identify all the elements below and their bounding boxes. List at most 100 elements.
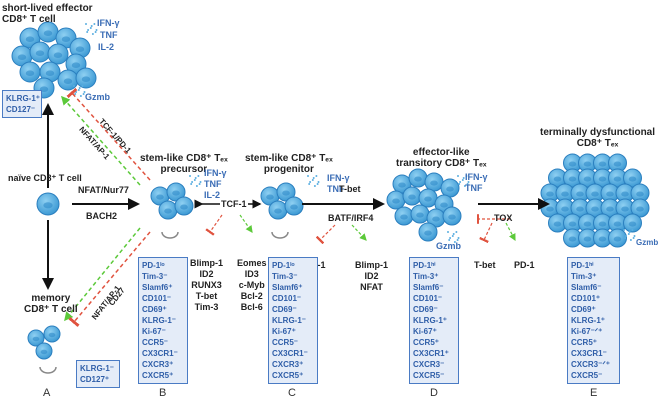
gzmb-dots <box>452 233 455 235</box>
marker-item: KLRG-1⁻ <box>272 316 306 325</box>
marker-item: CXCR3⁺ <box>142 360 174 369</box>
label-tcf1: TCF-1 <box>220 199 248 209</box>
cytokine-dots <box>461 179 464 181</box>
gzmb-dots <box>627 233 630 235</box>
cell-terminal-nucleus <box>613 221 622 227</box>
cell-short-lived-nucleus <box>35 50 45 56</box>
cell-terminal-nucleus <box>636 206 644 212</box>
gzmb-dots <box>455 231 458 233</box>
label-pd1-e: PD-1 <box>514 260 535 270</box>
cytokines-progenitor: IFN-γ TNF <box>327 173 350 194</box>
cell-memory-nucleus <box>48 332 56 338</box>
cytokine-dots <box>458 183 461 185</box>
cell-terminal-nucleus <box>606 206 614 212</box>
cytokine-dots <box>194 177 197 179</box>
marker-item: Ki-67⁻ <box>142 327 166 336</box>
gzmb-dots <box>73 85 75 87</box>
cytokine-dots <box>195 185 198 187</box>
marker-item: CX3CR1⁺ <box>413 349 449 358</box>
cell-effector-like-nucleus <box>424 230 432 236</box>
cytokines-short-lived: IFN-γ TNF IL-2 <box>97 18 120 52</box>
gzmb-dots <box>81 85 84 87</box>
tbet-green-right <box>351 224 367 241</box>
cytokine-dots <box>89 27 92 29</box>
cytokine-dots <box>95 29 98 31</box>
marker-item: CD69⁻ <box>272 305 297 314</box>
green-dashed-to-memory <box>64 227 141 322</box>
cell-terminal-nucleus <box>583 236 592 242</box>
gzmb-dots <box>83 91 86 93</box>
cell-short-lived-nucleus <box>81 76 91 82</box>
cytokine-dots <box>197 175 200 177</box>
cell-terminal-nucleus <box>621 206 629 212</box>
markers-short-lived: KLRG-1⁺CD127⁻ <box>2 90 42 118</box>
markers-memory: KLRG-1⁻CD127⁺ <box>76 360 120 388</box>
gzmb-dots <box>449 237 452 239</box>
cell-terminal-nucleus <box>613 176 622 182</box>
cytokine-dots <box>193 179 196 181</box>
marker-item: PD-1ʰⁱ <box>413 261 436 270</box>
cell-progenitor-nucleus <box>274 208 282 214</box>
gzmb-dots <box>457 237 460 239</box>
gzmb-dots <box>456 239 459 241</box>
cytokine-dots <box>315 175 318 177</box>
marker-item: CD69⁺ <box>142 305 167 314</box>
label-tox: TOX <box>494 213 513 223</box>
tox-red-down <box>479 222 493 244</box>
cell-effector-like-nucleus <box>440 202 448 208</box>
cytokine-dots <box>457 175 459 177</box>
cell-effector-like-nucleus <box>424 196 432 202</box>
cell-precursor-nucleus <box>156 194 164 200</box>
marker-item: PD-1ˡᵒ <box>272 261 295 270</box>
self-renewal-precursor <box>161 231 179 239</box>
gzmb-dots <box>78 87 81 89</box>
tf-col-b-up: Eomes ID3 c-Myb Bcl-2 Bcl-6 <box>237 258 267 312</box>
panel-letter-b: B <box>159 387 167 399</box>
cell-terminal-nucleus <box>621 191 629 197</box>
cell-effector-like-nucleus <box>446 186 454 192</box>
tf-col-c-up: Blimp-1 ID2 NFAT <box>355 260 389 292</box>
marker-item: CCR5⁺ <box>413 338 440 347</box>
cytokine-dots <box>307 175 309 177</box>
cell-terminal-nucleus <box>568 221 577 227</box>
cell-effector-like-nucleus <box>414 176 422 182</box>
marker-item: Ki-67⁻ᐟ⁺ <box>571 327 603 336</box>
green-dashed-to-shortlived <box>61 95 141 186</box>
cell-terminal-nucleus <box>591 206 599 212</box>
cell-effector-like-nucleus <box>432 216 440 222</box>
gzmb-dots <box>82 93 85 95</box>
cytokine-dots <box>189 175 191 177</box>
cell-terminal-nucleus <box>561 191 569 197</box>
cell-short-lived-nucleus <box>53 52 63 58</box>
cytokine-dots <box>316 183 319 185</box>
cytokine-dots <box>465 175 468 177</box>
marker-item: CCR5⁺ <box>571 338 598 347</box>
cell-memory-nucleus <box>40 349 48 355</box>
cell-effector-like-nucleus <box>400 214 408 220</box>
cell-short-lived-nucleus <box>63 78 73 84</box>
panel-letter-d: D <box>430 387 438 399</box>
marker-item: KLRG-1⁺ <box>571 316 605 325</box>
cell-short-lived-nucleus <box>71 62 81 68</box>
gzmb-dots <box>79 95 82 97</box>
gzmb-dots <box>633 235 636 237</box>
cell-terminal-nucleus <box>613 236 622 242</box>
cytokine-dots <box>190 183 193 185</box>
marker-item: CXCR3⁺ <box>272 360 304 369</box>
marker-item: CX3CR1⁻ <box>571 349 607 358</box>
cell-terminal-nucleus <box>598 161 607 167</box>
cell-terminal-nucleus <box>628 176 637 182</box>
cell-memory-nucleus <box>32 336 40 342</box>
marker-item: Tim-3⁺ <box>413 272 439 281</box>
cytokine-dots <box>463 185 466 187</box>
marker-item: Slamf6⁻ <box>571 283 602 292</box>
cell-terminal-nucleus <box>591 191 599 197</box>
